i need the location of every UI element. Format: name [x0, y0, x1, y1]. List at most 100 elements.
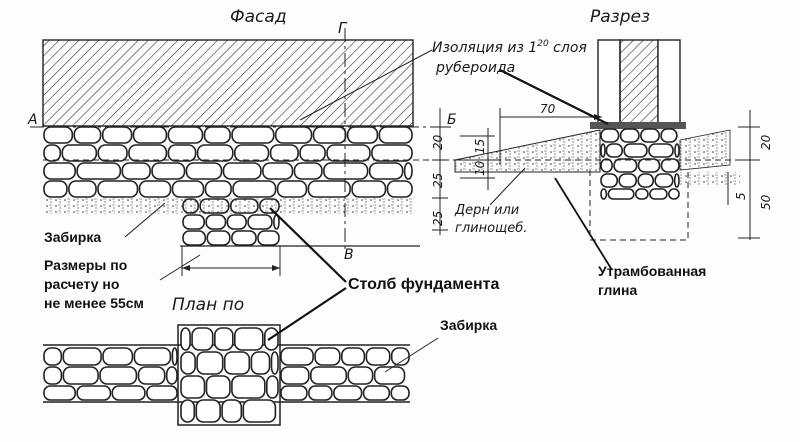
masonry-stone — [62, 366, 99, 385]
leader-infill-plan — [384, 337, 439, 373]
masonry-stone — [180, 327, 191, 351]
masonry-stone — [368, 162, 404, 180]
masonry-stone — [61, 144, 98, 162]
masonry-stone — [257, 230, 280, 246]
masonry-stone — [648, 143, 674, 158]
section-blind-area — [454, 129, 601, 173]
leader-sizes — [159, 254, 201, 281]
infill-plan-label: Забирка — [440, 317, 497, 333]
masonry-stone — [111, 385, 146, 401]
masonry-stone — [299, 144, 326, 162]
masonry-stone — [371, 144, 413, 162]
masonry-stone — [637, 173, 655, 188]
facade-ground-soil — [43, 198, 413, 214]
turf-label: Дерн или — [454, 203, 519, 218]
masonry-stone — [231, 126, 275, 144]
masonry-stone — [206, 230, 231, 246]
masonry-stone — [351, 180, 387, 198]
plan-pillar-outline — [177, 324, 281, 426]
masonry-stone — [613, 158, 638, 173]
masonry-stone — [43, 162, 77, 180]
leader-pillar-plan — [267, 287, 347, 341]
section-mark-b: Б — [447, 112, 457, 128]
masonry-stone — [323, 162, 369, 180]
masonry-stone — [600, 188, 608, 200]
masonry-stone — [619, 128, 640, 143]
section-dim-70: 70 — [540, 102, 556, 116]
masonry-stone — [182, 230, 207, 246]
masonry-stone — [185, 162, 223, 180]
masonry-stone — [346, 126, 379, 144]
masonry-stone — [182, 214, 206, 230]
masonry-stone — [307, 180, 351, 198]
masonry-stone — [101, 126, 133, 144]
masonry-stone — [180, 351, 196, 375]
sizes-label-2: расчету но — [44, 276, 119, 292]
masonry-stone — [649, 188, 668, 200]
masonry-stone — [365, 347, 391, 366]
leader-insulation — [499, 69, 609, 125]
masonry-stone — [102, 347, 134, 366]
insulation-label-head: Изоляция из 1 — [432, 40, 537, 56]
masonry-stone — [386, 180, 413, 198]
masonry-stone — [43, 385, 77, 401]
section-excavation-outline — [589, 170, 689, 241]
facade-dim-25b: 25 — [431, 211, 445, 226]
section-backfill — [679, 129, 731, 171]
masonry-stone — [232, 180, 277, 198]
masonry-stone — [274, 126, 313, 144]
masonry-stone — [68, 180, 97, 198]
masonry-stone — [76, 162, 122, 180]
masonry-stone — [132, 126, 168, 144]
facade-dim-20: 20 — [431, 134, 445, 150]
masonry-stone — [280, 347, 314, 366]
leader-infill-facade — [124, 202, 166, 238]
masonry-stone — [347, 366, 374, 385]
facade-view — [30, 28, 460, 276]
masonry-stone — [340, 347, 366, 366]
masonry-stone — [326, 144, 371, 162]
masonry-stone — [205, 214, 227, 230]
masonry-stone — [673, 173, 680, 188]
masonry-stone — [660, 128, 678, 143]
masonry-stone — [269, 144, 299, 162]
masonry-stone — [222, 162, 262, 180]
masonry-stone — [312, 126, 347, 144]
masonry-stone — [171, 180, 205, 198]
masonry-stone — [654, 173, 674, 188]
masonry-stone — [196, 351, 224, 375]
masonry-stone — [133, 347, 172, 366]
masonry-stone — [204, 180, 232, 198]
facade-dim-25a: 25 — [431, 173, 445, 188]
section-insulation-layer — [590, 122, 686, 129]
masonry-stone — [309, 366, 348, 385]
masonry-stone — [270, 351, 279, 375]
masonry-stone — [280, 385, 308, 401]
masonry-stone — [314, 347, 341, 366]
masonry-stone — [171, 347, 178, 366]
masonry-stone — [97, 180, 139, 198]
section-stones — [600, 128, 680, 200]
masonry-stone — [191, 327, 214, 351]
masonry-stone — [43, 144, 62, 162]
masonry-stone — [205, 375, 231, 399]
masonry-stone — [165, 366, 178, 385]
masonry-stone — [373, 366, 406, 385]
masonry-stone — [195, 399, 221, 423]
masonry-stone — [262, 162, 294, 180]
section-mark-v: В — [344, 247, 354, 263]
leader-compacted-clay — [554, 177, 613, 271]
masonry-stone — [231, 375, 266, 399]
masonry-stone — [203, 126, 231, 144]
section-mark-g: Г — [338, 19, 348, 37]
masonry-stone — [138, 180, 172, 198]
section-mark-a: А — [27, 112, 38, 128]
masonry-stone — [607, 188, 635, 200]
masonry-stone — [231, 230, 257, 246]
sizes-label-3: не менее 55см — [44, 295, 144, 311]
section-dim-10: 10 — [473, 160, 487, 176]
masonry-stone — [634, 188, 649, 200]
clay-label: глинощеб. — [455, 221, 527, 236]
facade-title: Фасад — [230, 7, 287, 27]
